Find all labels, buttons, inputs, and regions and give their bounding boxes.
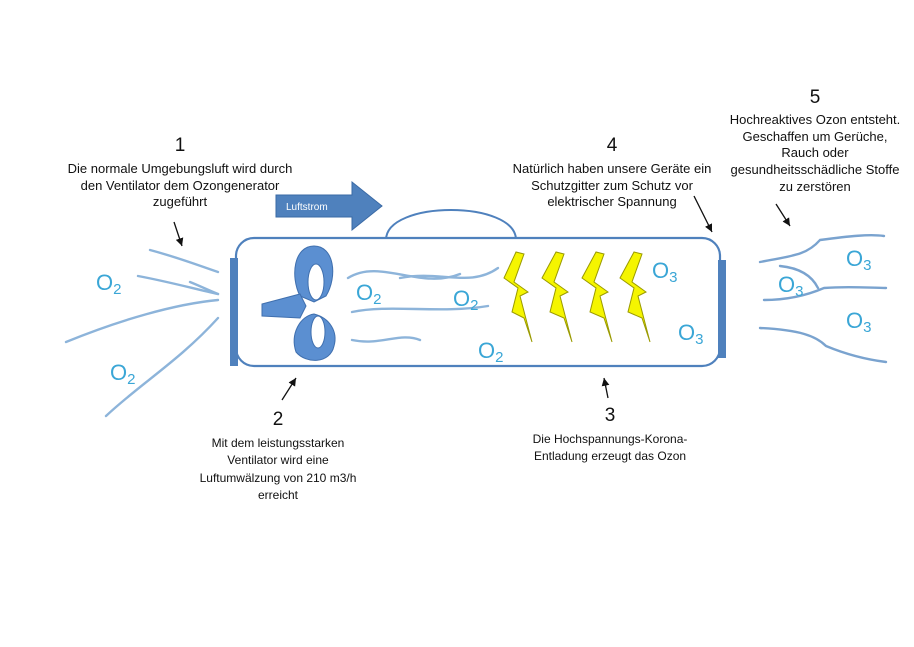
annotation-5-number: 5	[809, 87, 821, 108]
annotation-1: 1 Die normale Umgebungsluft wird durch d…	[50, 136, 310, 211]
annotation-2-number: 2	[272, 409, 284, 430]
annotation-2-text: Mit dem leistungsstarken Ventilator wird…	[199, 436, 357, 503]
annotation-1-text: Die normale Umgebungsluft wird durch den…	[67, 161, 293, 210]
corona-discharge-lightning	[503, 251, 651, 343]
annotation-3-number: 3	[604, 405, 616, 426]
internal-air-lines	[346, 266, 500, 343]
intake-grille	[230, 258, 238, 366]
annotation-1-number: 1	[174, 135, 186, 156]
lightning-icon	[541, 251, 573, 343]
protective-grille	[718, 260, 726, 358]
fan-icon	[261, 245, 336, 361]
annotation-3: 3 Die Hochspannungs-Korona-Entladung erz…	[510, 406, 710, 466]
annotation-5: 5 Hochreaktives Ozon entsteht. Geschaffe…	[722, 88, 908, 195]
lightning-icon	[581, 251, 613, 343]
oxygen-molecule-label: O2	[478, 338, 503, 366]
ozone-molecule-label: O3	[678, 320, 703, 348]
airflow-arrow: Luftstrom	[275, 180, 383, 232]
annotation-2: 2 Mit dem leistungsstarken Ventilator wi…	[180, 410, 376, 505]
oxygen-molecule-label: O2	[110, 360, 135, 388]
incoming-air-lines	[64, 248, 220, 418]
device-handle	[385, 209, 517, 241]
oxygen-molecule-label: O2	[356, 280, 381, 308]
annotation-4-pointer	[693, 195, 713, 233]
annotation-5-text: Hochreaktives Ozon entsteht. Geschaffen …	[729, 112, 901, 194]
annotation-4-text: Natürlich haben unsere Geräte ein Schutz…	[512, 161, 712, 210]
annotation-3-pointer	[601, 377, 610, 399]
ozone-molecule-label: O3	[778, 272, 803, 300]
outgoing-ozone-lines	[758, 234, 888, 364]
annotation-1-pointer	[173, 221, 184, 247]
annotation-5-pointer	[775, 203, 791, 227]
annotation-4-number: 4	[606, 135, 618, 156]
annotation-4: 4 Natürlich haben unsere Geräte ein Schu…	[508, 136, 716, 211]
ozone-molecule-label: O3	[846, 246, 871, 274]
ozone-molecule-label: O3	[652, 258, 677, 286]
ozone-molecule-label: O3	[846, 308, 871, 336]
oxygen-molecule-label: O2	[453, 286, 478, 314]
annotation-3-text: Die Hochspannungs-Korona-Entladung erzeu…	[532, 432, 688, 464]
airflow-label: Luftstrom	[286, 202, 328, 213]
annotation-2-pointer	[281, 377, 297, 401]
oxygen-molecule-label: O2	[96, 270, 121, 298]
lightning-icon	[619, 251, 651, 343]
lightning-icon	[503, 251, 533, 343]
